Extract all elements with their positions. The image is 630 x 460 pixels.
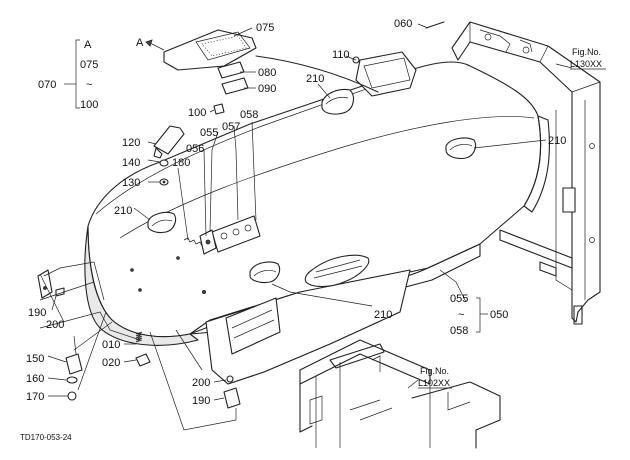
fig-ref-code: L102XX: [418, 378, 450, 388]
group-050-parent: 050: [490, 309, 508, 321]
group-050-start: 055: [450, 293, 468, 305]
grip-210-top: [321, 88, 355, 115]
fig-ref-label: Fig.No.: [572, 47, 601, 57]
grip-210-left: [147, 211, 177, 234]
label-160: 160: [26, 373, 44, 385]
label-056: 056: [186, 143, 204, 155]
group-070: A 075 ~ 100 070: [38, 39, 98, 111]
group-070-start: 075: [80, 59, 98, 71]
fig-ref-label: Fig.No.: [420, 366, 449, 376]
view-marker-letter: A: [136, 37, 144, 49]
frame-assembly: [451, 21, 601, 325]
label-120: 120: [122, 137, 140, 149]
label-057: 057: [222, 121, 240, 133]
group-050: 055 ~ 058 050: [450, 293, 508, 337]
fig-ref-l102xx: Fig.No. L102XX: [418, 366, 452, 389]
label-210-right: 210: [548, 135, 566, 147]
label-075: 075: [256, 22, 274, 34]
drawing-id: TD170-053-24: [20, 433, 72, 442]
label-010: 010: [102, 339, 120, 351]
view-marker-a: A: [136, 37, 153, 49]
leader-lines: [39, 23, 573, 431]
label-190-lower: 190: [192, 395, 210, 407]
label-210-top: 210: [306, 73, 324, 85]
group-brackets: [64, 39, 488, 333]
label-080: 080: [258, 67, 276, 79]
fig-ref-code: L130XX: [570, 59, 602, 69]
label-090: 090: [258, 83, 276, 95]
group-070-parent: 070: [38, 79, 56, 91]
label-210-side: 210: [374, 309, 392, 321]
label-140: 140: [122, 157, 140, 169]
callout-labels: 075 060 110 080 090 210 210 100 055 057 …: [26, 18, 566, 407]
label-180: 180: [172, 157, 190, 169]
label-110: 110: [332, 49, 350, 61]
group-050-end: 058: [450, 325, 468, 337]
group-070-end: 100: [80, 99, 98, 111]
label-130: 130: [122, 177, 140, 189]
label-210-left: 210: [114, 205, 132, 217]
label-200-lower: 200: [192, 377, 210, 389]
group-070-tilde: ~: [86, 79, 92, 91]
label-200-left: 200: [46, 319, 64, 331]
label-170: 170: [26, 391, 44, 403]
label-058: 058: [240, 109, 258, 121]
label-020: 020: [102, 357, 120, 369]
fig-ref-l130xx: Fig.No. L130XX: [570, 47, 606, 70]
grip-210-side: [249, 261, 281, 284]
grip-210-right: [445, 137, 477, 160]
group-050-tilde: ~: [458, 309, 464, 321]
label-190-left: 190: [28, 307, 46, 319]
label-055: 055: [200, 127, 218, 139]
lower-frame: [299, 339, 501, 449]
label-150: 150: [26, 353, 44, 365]
group-070-letter: A: [84, 39, 92, 51]
label-060: 060: [394, 18, 412, 30]
bonnet-hood: [84, 51, 550, 385]
label-100: 100: [188, 107, 206, 119]
